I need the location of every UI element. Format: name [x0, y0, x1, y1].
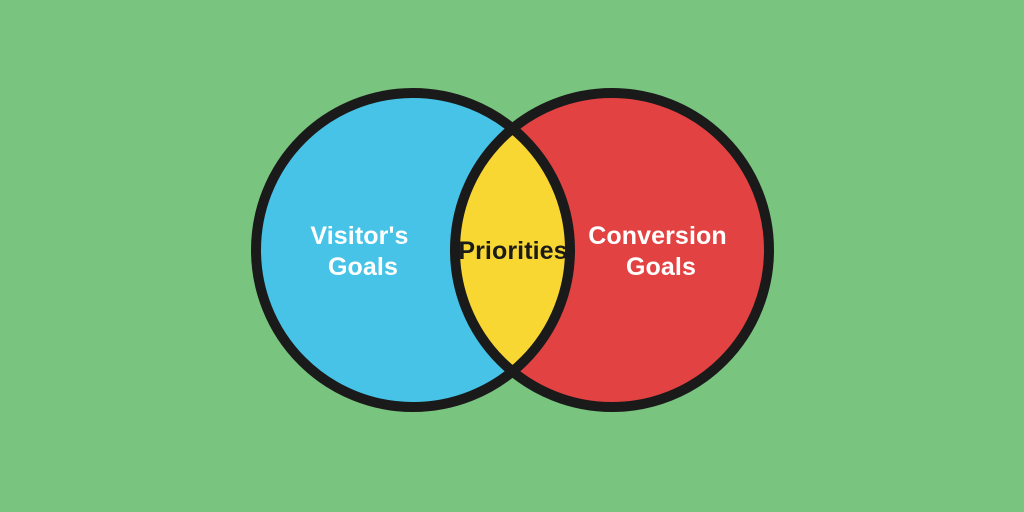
venn-label-priorities: Priorities [458, 237, 567, 265]
venn-label-visitors-goals-line1: Visitor's [310, 222, 408, 250]
venn-label-visitors-goals-line2: Goals [328, 253, 398, 281]
venn-circle-visitors-goals-outline [251, 88, 575, 412]
venn-intersection-group [455, 93, 769, 407]
venn-intersection-priorities[interactable] [455, 93, 769, 407]
venn-label-visitors-goals: Visitor's Goals [310, 222, 415, 281]
venn-label-conversion-goals: Conversion Goals [588, 222, 734, 281]
venn-circle-conversion-goals-outline [450, 88, 774, 412]
venn-label-conversion-goals-line2: Goals [626, 253, 696, 281]
venn-label-conversion-goals-line1: Conversion [588, 222, 727, 250]
